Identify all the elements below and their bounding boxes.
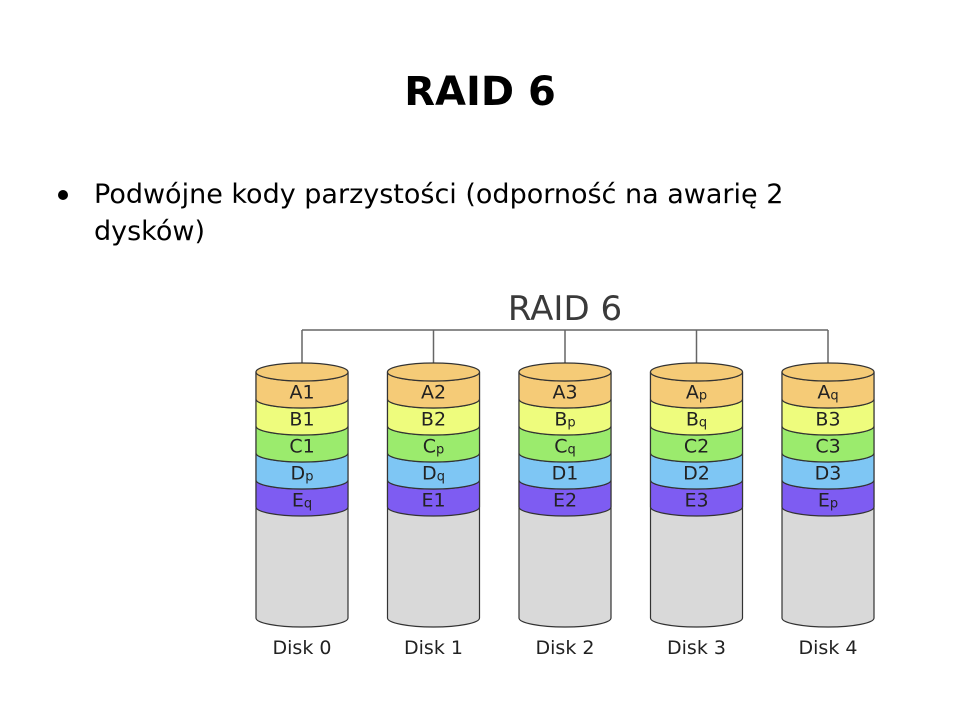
block-label: E2	[553, 490, 577, 512]
block-label: Bq	[686, 409, 707, 431]
disk-label: Disk 4	[799, 637, 858, 659]
block-label: C2	[684, 436, 709, 458]
block-label: Ep	[818, 490, 838, 512]
block-label: B3	[815, 409, 840, 431]
disk-label: Disk 2	[536, 637, 595, 659]
block-label: Ap	[686, 382, 707, 404]
disk-top	[781, 362, 875, 382]
block-label: D3	[815, 463, 842, 485]
block-label: D2	[683, 463, 710, 485]
slide-title: RAID 6	[404, 69, 556, 115]
block-label: E1	[421, 490, 445, 512]
block-label: Cq	[554, 436, 576, 458]
block-label: Dp	[291, 463, 314, 485]
block-label: Eq	[292, 490, 312, 512]
block-label: E3	[684, 490, 708, 512]
disk-top	[649, 362, 744, 382]
disk-top	[255, 362, 349, 382]
bullet-text: Podwójne kody parzystości (odporność na …	[94, 179, 784, 247]
block-label: B2	[421, 409, 446, 431]
block-label: A1	[289, 382, 314, 404]
block-label: C1	[289, 436, 314, 458]
bullet-item: Podwójne kody parzystości (odporność na …	[56, 176, 784, 250]
block-label: Cp	[423, 436, 445, 458]
block-label: D1	[552, 463, 579, 485]
disk-label: Disk 0	[273, 637, 332, 659]
disk-top	[386, 362, 481, 382]
diagram-title: RAID 6	[508, 289, 622, 329]
block-label: Dq	[422, 463, 445, 485]
block-label: C3	[815, 436, 840, 458]
bullet-dot-icon	[58, 190, 68, 200]
disk-label: Disk 3	[667, 637, 726, 659]
bullet-list: Podwójne kody parzystości (odporność na …	[56, 176, 856, 250]
connector-lines	[301, 329, 829, 363]
block-label: A2	[421, 382, 446, 404]
disk-label: Disk 1	[404, 637, 463, 659]
block-label: B1	[289, 409, 314, 431]
disk-top	[518, 362, 612, 382]
block-label: A3	[552, 382, 577, 404]
block-label: Aq	[817, 382, 838, 404]
block-label: Bp	[554, 409, 575, 431]
